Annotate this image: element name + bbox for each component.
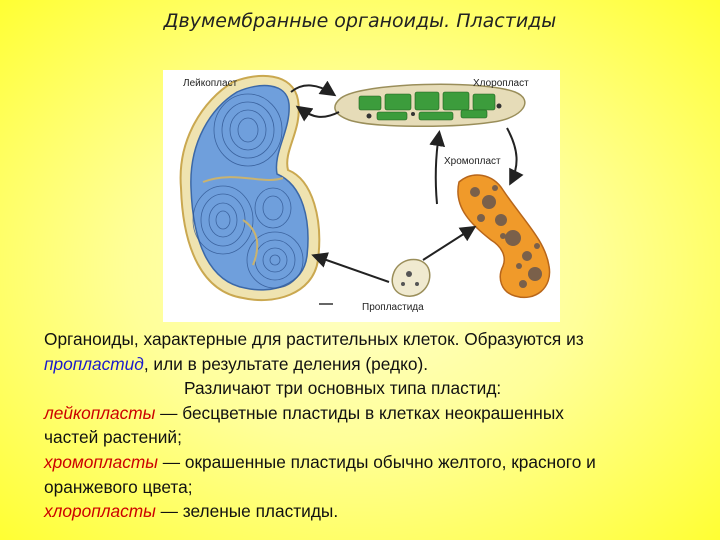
proplastid bbox=[391, 258, 431, 297]
term-leucoplast: лейкопласты bbox=[44, 402, 156, 423]
intro-rest: , или в результате деления (редко). bbox=[143, 353, 429, 374]
plastid-diagram: Лейкопласт Хлоропласт Хромопласт Проплас… bbox=[163, 70, 560, 322]
body-text: Органоиды, характерные для растительных … bbox=[44, 327, 694, 524]
term-proplastid: пропластид bbox=[44, 353, 144, 374]
types-heading: Различают три основных типа пластид: bbox=[184, 378, 502, 399]
paragraph-intro: Органоиды, характерные для растительных … bbox=[44, 327, 694, 352]
term-chloroplast: хлоропласты bbox=[44, 501, 156, 522]
type-chloroplast: хлоропласты — зеленые пластиды. bbox=[44, 499, 694, 524]
term-chromoplast: хромопласты bbox=[44, 451, 158, 472]
transition-arrows bbox=[290, 80, 524, 283]
leucoplast bbox=[179, 74, 321, 302]
label-proplastid: Пропластида bbox=[362, 302, 424, 313]
desc-chromoplast: — окрашенные пластиды обычно желтого, кр… bbox=[157, 451, 596, 472]
label-chromoplast: Хромопласт bbox=[444, 156, 501, 167]
chloroplast bbox=[334, 83, 526, 128]
label-leucoplast: Лейкопласт bbox=[183, 78, 238, 89]
label-chloroplast: Хлоропласт bbox=[473, 78, 529, 89]
type-chromoplast: хромопласты — окрашенные пластиды обычно… bbox=[44, 450, 694, 475]
desc-chloroplast: — зеленые пластиды. bbox=[155, 501, 339, 522]
desc-leucoplast: — бесцветные пластиды в клетках неокраше… bbox=[155, 402, 564, 423]
plastid-diagram-svg bbox=[179, 74, 551, 305]
intro-text: Органоиды, характерные для растительных … bbox=[44, 329, 584, 349]
slide-title: Двумембранные органоиды. Пластиды bbox=[163, 10, 557, 32]
type-leucoplast-cont: частей растений; bbox=[44, 427, 182, 448]
type-chromoplast-cont: оранжевого цвета; bbox=[44, 476, 193, 497]
paragraph-intro-cont: пропластид, или в результате деления (ре… bbox=[44, 352, 694, 377]
chromoplast bbox=[457, 174, 551, 299]
type-leucoplast: лейкопласты — бесцветные пластиды в клет… bbox=[44, 401, 694, 426]
